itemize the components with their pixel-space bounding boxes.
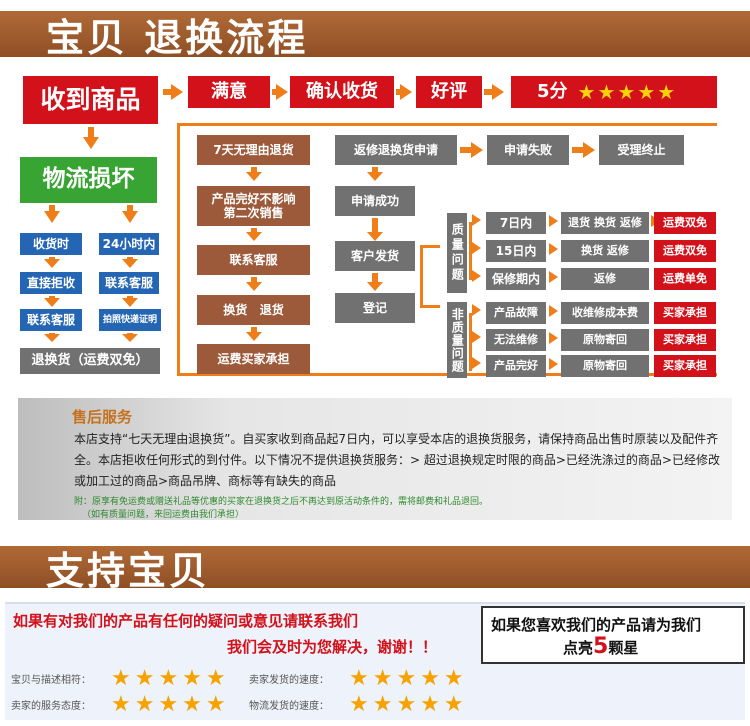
contact-us-text: 如果有对我们的产品有任何的疑问或意见请联系我们 bbox=[13, 612, 359, 630]
five-number: 5 bbox=[593, 634, 609, 659]
contact-cs-left-box: 联系客服 bbox=[20, 309, 82, 331]
rating-label: 宝贝与描述相符： bbox=[11, 675, 91, 686]
rating-label: 物流发货的速度： bbox=[249, 701, 329, 712]
light-up-text: 点亮 bbox=[563, 639, 594, 657]
quality-issue-label: 质量问题 bbox=[447, 213, 467, 293]
row-condition: 产品完好 bbox=[486, 355, 546, 377]
returns-process-banner: 宝贝 退换流程 bbox=[0, 11, 750, 60]
support-banner: 支持宝贝 bbox=[0, 546, 750, 593]
resolve-text: 我们会及时为您解决，谢谢！！ bbox=[227, 638, 438, 656]
rating-stars-icon[interactable]: ★★★★★ bbox=[111, 692, 230, 717]
customer-ship-box: 客户发货 bbox=[335, 241, 415, 271]
apply-success-box: 申请成功 bbox=[335, 186, 415, 216]
row-action: 原物寄回 bbox=[561, 329, 649, 351]
row-action: 收维修成本费 bbox=[561, 302, 649, 324]
row-fee: 买家承担 bbox=[654, 355, 716, 377]
exchange-free-box: 退换货（运费双免） bbox=[20, 348, 160, 374]
rating-stars-icon[interactable]: ★★★★★ bbox=[349, 666, 468, 691]
row-fee: 运费单免 bbox=[654, 268, 716, 290]
no-reason-return-box: 7天无理由退货 bbox=[197, 135, 310, 165]
row-action: 退货 换货 返修 bbox=[561, 212, 649, 234]
accept-stop-box: 受理终止 bbox=[599, 135, 684, 165]
rating-item[interactable]: 卖家的服务态度： ★★★★★ bbox=[11, 692, 230, 717]
rating-item[interactable]: 宝贝与描述相符： ★★★★★ bbox=[11, 666, 230, 691]
banner-title: 支持宝贝 bbox=[46, 548, 211, 593]
after-sales-service-panel: 售后服务 本店支持“七天无理由退换货”。自买家收到商品起7日内，可以享受本店的退… bbox=[18, 398, 732, 520]
confirm-receipt-box: 确认收货 bbox=[290, 76, 394, 108]
score-text: 5分 bbox=[537, 81, 568, 103]
row-fee: 买家承担 bbox=[654, 329, 716, 351]
rating-label: 卖家的服务态度： bbox=[11, 701, 91, 712]
row-condition: 7日内 bbox=[486, 212, 546, 234]
contact-cs-mid-box: 联系客服 bbox=[197, 245, 310, 275]
service-note: 附：原享有免运费或赠送礼品等优惠的买家在退换货之后不再达到原活动条件的，需将邮费… bbox=[74, 497, 489, 507]
row-action: 返修 bbox=[561, 268, 649, 290]
row-action: 原物寄回 bbox=[561, 355, 649, 377]
row-condition: 保修期内 bbox=[486, 268, 546, 290]
reject-box: 直接拒收 bbox=[20, 272, 82, 294]
within-24h-box: 24小时内 bbox=[99, 233, 159, 255]
support-panel: 如果有对我们的产品有任何的疑问或意见请联系我们 我们会及时为您解决，谢谢！！ 如… bbox=[5, 602, 745, 720]
apply-fail-box: 申请失败 bbox=[487, 135, 569, 165]
rating-label: 卖家发货的速度： bbox=[249, 675, 329, 686]
row-condition: 产品故障 bbox=[486, 302, 546, 324]
repair-apply-box: 返修退换货申请 bbox=[335, 135, 457, 165]
row-fee: 运费双免 bbox=[654, 240, 716, 262]
register-box: 登记 bbox=[335, 293, 415, 323]
rate-us-line1: 如果您喜欢我们的产品请为我们 bbox=[491, 616, 702, 634]
row-action: 换货 返修 bbox=[561, 240, 649, 262]
service-note-quality: （如有质量问题，来回运费由我们承担） bbox=[82, 510, 245, 520]
buyer-pays-box: 运费买家承担 bbox=[197, 344, 310, 374]
damaged-box: 物流损坏 bbox=[20, 157, 157, 203]
good-review-box: 好评 bbox=[416, 76, 482, 108]
contact-cs-right-box: 联系客服 bbox=[99, 272, 159, 294]
row-fee: 买家承担 bbox=[654, 302, 716, 324]
rating-item[interactable]: 卖家发货的速度： ★★★★★ bbox=[249, 666, 468, 691]
non-quality-issue-label: 非质量问题 bbox=[447, 302, 467, 378]
row-condition: 15日内 bbox=[486, 240, 546, 262]
rating-list: 宝贝与描述相符： ★★★★★ 卖家发货的速度： ★★★★★ 卖家的服务态度： ★… bbox=[5, 664, 481, 722]
banner-title: 宝贝 退换流程 bbox=[46, 15, 309, 60]
rate-us-line2: 点亮5颗星 bbox=[563, 634, 638, 659]
stars-text: 颗星 bbox=[608, 639, 639, 657]
exchange-return-box: 换货 退货 bbox=[197, 295, 310, 325]
rating-stars-icon[interactable]: ★★★★★ bbox=[349, 692, 468, 717]
rating-stars-icon[interactable]: ★★★★★ bbox=[111, 666, 230, 691]
five-stars-icon: ★★★★★ bbox=[577, 80, 678, 104]
received-box: 收到商品 bbox=[23, 76, 158, 124]
on-delivery-box: 收货时 bbox=[20, 233, 82, 255]
service-heading: 售后服务 bbox=[72, 408, 133, 426]
service-description: 本店支持“七天无理由退换货”。自买家收到商品起7日内，可以享受本店的退换货服务，… bbox=[74, 432, 720, 488]
intact-product-box: 产品完好不影响第二次销售 bbox=[197, 186, 310, 226]
photo-proof-box: 拍照快递证明 bbox=[99, 309, 161, 331]
satisfied-box: 满意 bbox=[188, 76, 270, 108]
rating-item[interactable]: 物流发货的速度： ★★★★★ bbox=[249, 692, 468, 717]
row-fee: 运费双免 bbox=[654, 212, 716, 234]
row-condition: 无法维修 bbox=[486, 329, 546, 351]
score-box: 5分 ★★★★★ bbox=[511, 76, 717, 108]
rate-us-box: 如果您喜欢我们的产品请为我们 点亮5颗星 bbox=[481, 606, 745, 664]
